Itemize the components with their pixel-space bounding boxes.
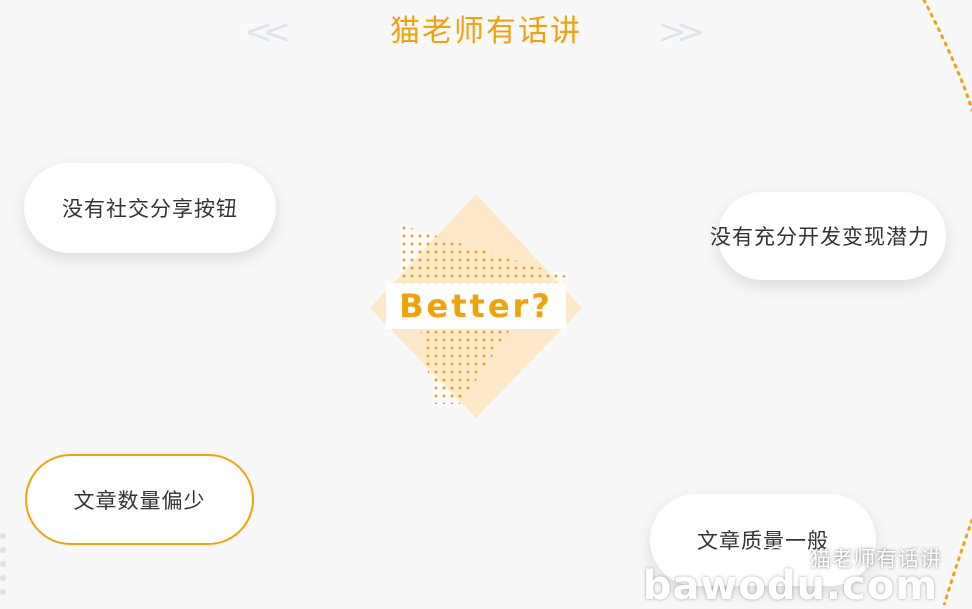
bubble-label: 文章数量偏少	[73, 488, 206, 513]
bubble-monetization: 没有充分开发变现潜力	[710, 192, 946, 280]
side-dots-decoration	[0, 533, 6, 595]
chevrons-right-icon: >>	[658, 12, 705, 52]
watermark: 猫老师有话讲 bawodu.com	[622, 535, 942, 609]
dotted-arc-decoration	[922, 0, 972, 605]
better-label: Better?	[386, 283, 566, 329]
bubble-article-quality: 文章质量一般	[650, 494, 876, 586]
bubble-label: 文章质量一般	[697, 529, 829, 553]
watermark-account: 猫老师有话讲	[810, 547, 942, 571]
header: << 猫老师有话讲 >>	[0, 10, 972, 54]
watermark-site: bawodu.com	[642, 563, 938, 609]
page-title: 猫老师有话讲	[390, 14, 582, 49]
bubble-label: 没有充分开发变现潜力	[710, 225, 930, 249]
bubble-no-share-button: 没有社交分享按钮	[24, 163, 276, 253]
dot-pattern-bottom	[418, 318, 518, 404]
bubble-label: 没有社交分享按钮	[62, 197, 238, 221]
wechat-icon	[766, 546, 791, 566]
bubble-few-articles: 文章数量偏少	[25, 454, 254, 545]
